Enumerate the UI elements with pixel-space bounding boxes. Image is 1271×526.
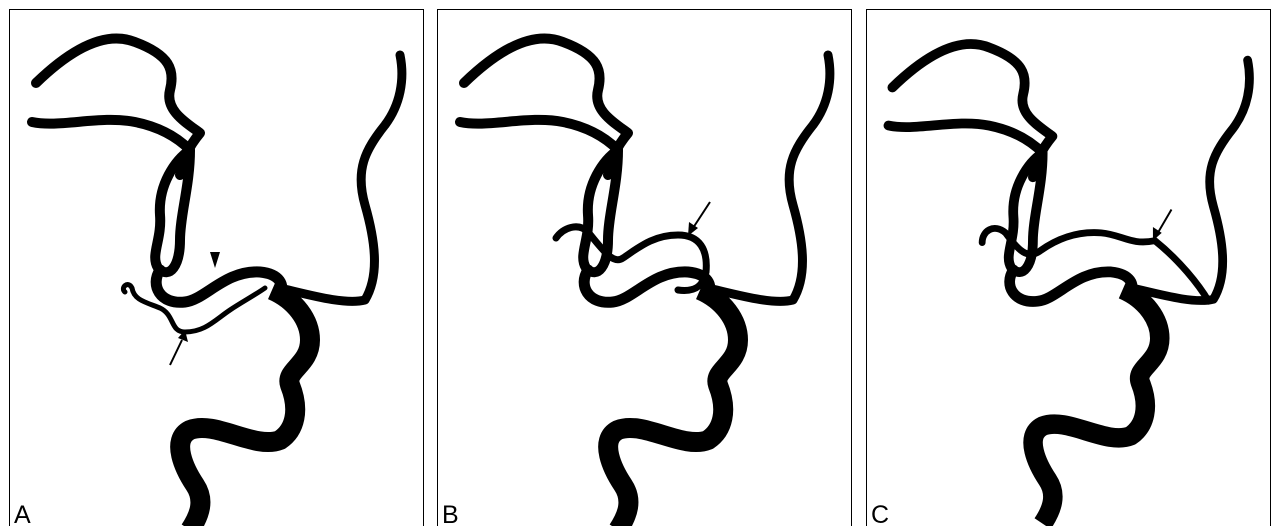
panel-label-c: C xyxy=(871,501,889,526)
small-vessel-a xyxy=(123,285,265,332)
arrow-b xyxy=(693,202,710,228)
arrow-a xyxy=(170,340,182,365)
vessel-diagram-c xyxy=(867,10,1271,526)
arrow-c xyxy=(1158,209,1172,232)
vessel-diagram-b xyxy=(438,10,852,526)
arrowhead-marker xyxy=(210,252,220,268)
panel-c: C xyxy=(866,9,1271,526)
panel-label-a: A xyxy=(14,501,31,526)
panel-b: B xyxy=(437,9,852,526)
panel-a: A xyxy=(9,9,424,526)
panel-label-b: B xyxy=(442,501,459,526)
vessel-diagram-a xyxy=(10,10,424,526)
